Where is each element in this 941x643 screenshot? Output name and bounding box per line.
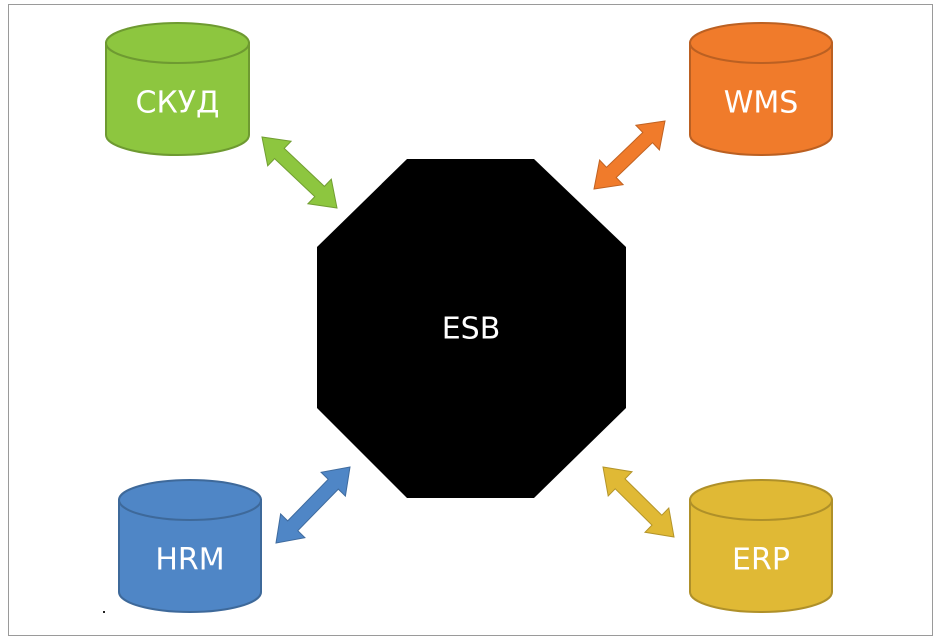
arrow-erp-esb [602,466,675,538]
arrow-erp [602,466,675,538]
database-wms: WMS [689,22,833,156]
database-skud: СКУД [105,22,250,156]
database-hrm-body [118,499,262,613]
esb-hub-label: ESB [442,312,501,347]
arrow-wms [593,120,666,190]
database-skud-label: СКУД [136,86,220,121]
database-skud-top [105,22,250,64]
arrow-skud [261,136,338,209]
database-erp-top [689,479,833,521]
database-skud-body [105,42,250,156]
database-erp-body [689,499,833,613]
database-hrm: HRM [118,479,262,613]
arrow-hrm [275,466,351,544]
esb-hub-octagon [317,159,626,498]
database-wms-body [689,42,833,156]
database-wms-top [689,22,833,64]
database-hrm-top [118,479,262,521]
arrow-skud-esb [261,136,338,209]
database-wms-label: WMS [724,86,799,121]
stray-dot [103,611,105,613]
database-erp: ERP [689,479,833,613]
database-erp-label: ERP [732,543,790,578]
database-hrm-label: HRM [155,543,224,578]
arrow-hrm-esb [275,466,351,544]
arrow-wms-esb [593,120,666,190]
esb-hub: ESB [317,159,626,498]
